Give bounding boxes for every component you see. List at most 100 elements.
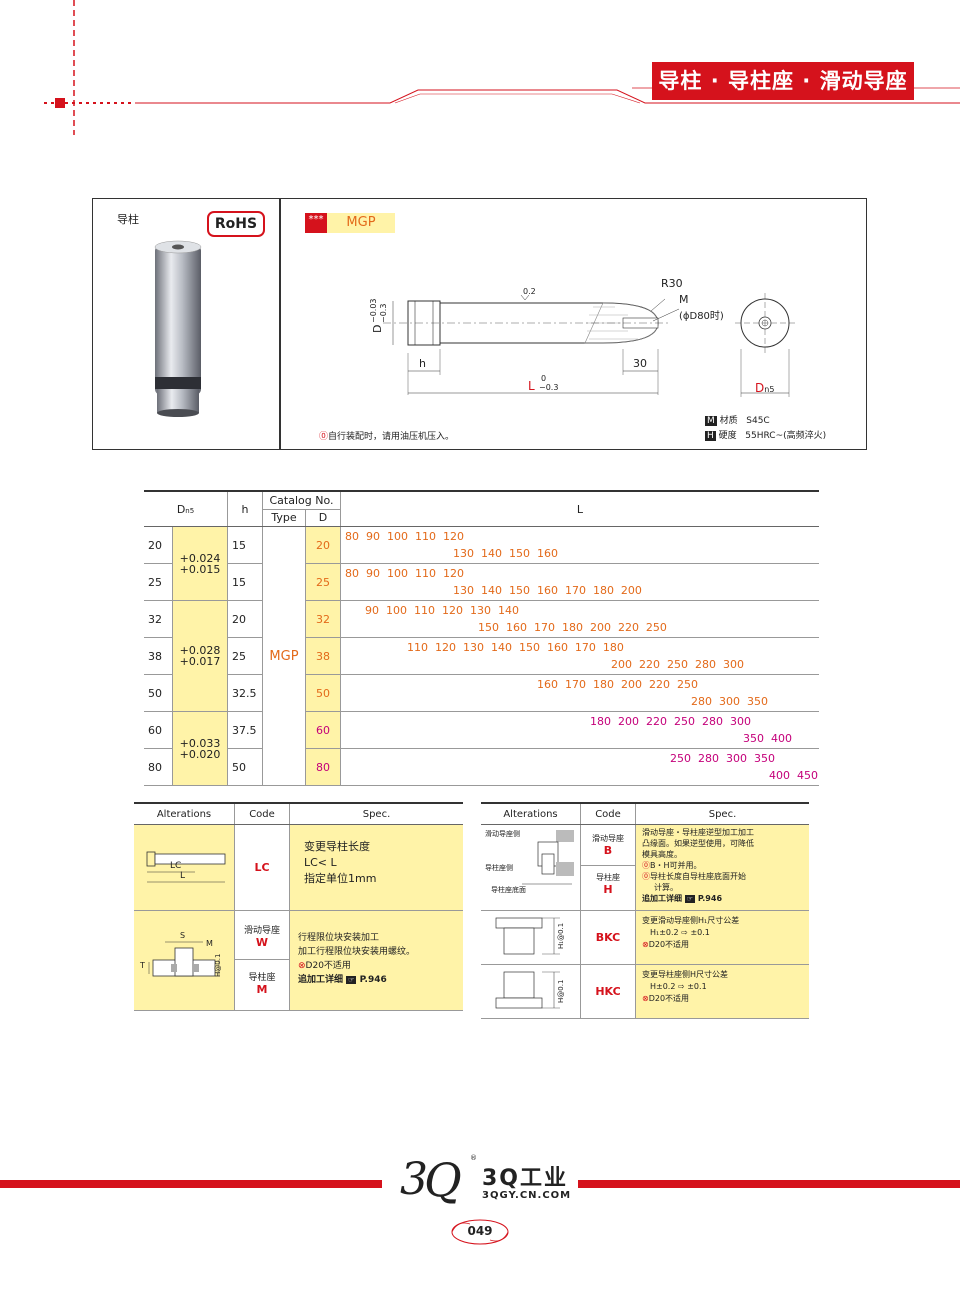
header-l: L <box>340 490 819 527</box>
alt-lc-spec-3: 指定单位1mm <box>304 872 377 885</box>
alt-bkc-spec-no: ⊗D20不适用 <box>642 940 690 949</box>
l-values-line: 130 140 150 160 170 180 200 <box>453 584 642 597</box>
alt-w-label: 滑动导座 <box>243 926 280 936</box>
brand-logo-icon: 3 Q <box>400 1153 462 1204</box>
material-icon: M <box>705 416 717 426</box>
cell-d: 60 <box>305 711 341 749</box>
cell-h: 15 <box>227 563 263 601</box>
alt-bh-spec-2: 凸缘面。如果逆型使用，可降低 <box>642 839 754 848</box>
l-values-line: 80 90 100 110 120 <box>345 530 464 543</box>
l-values-line: 110 120 130 140 150 160 170 180 <box>407 641 624 654</box>
alt-hkc-figure: H@0.1 <box>481 964 581 1019</box>
alt-bh-figure: 滑动导座侧 导柱座侧 导柱座底面 <box>481 824 581 911</box>
tolerance-value: +0.024 <box>179 551 221 565</box>
alt-h-label: 导柱座 <box>581 865 635 883</box>
brand-url: 3QGY.CN.COM <box>482 1190 572 1201</box>
alt-bkc-figure: H₁@0.1 <box>481 910 581 965</box>
alt-bkc-spec-2: H₁±0.2 ⇨ ±0.1 <box>650 928 710 937</box>
dim-d-tol1: −0.03 <box>369 298 378 323</box>
alt-bh-hint3: 计算。 <box>654 883 678 892</box>
cell-dn5: 25 <box>144 563 173 601</box>
brand-name: 3Q工业 <box>482 1166 569 1191</box>
l-values-line: 350 400 <box>743 732 792 745</box>
bh-label-top: 滑动导座侧 <box>485 830 520 838</box>
cell-h: 32.5 <box>227 674 263 712</box>
cell-d: 80 <box>305 748 341 786</box>
alt-lc-code-cell: LC <box>234 824 290 911</box>
l-values-line: 80 90 100 110 120 <box>345 567 464 580</box>
dim-l: L <box>528 379 535 393</box>
alt-wm-spec-ref: 追加工详细 ☞ P.946 <box>298 975 387 985</box>
alt-hkc-code: HKC <box>595 985 621 998</box>
registered-mark: ® <box>470 1154 477 1162</box>
page-number: 049 <box>467 1224 493 1238</box>
wm-diagram <box>148 941 220 977</box>
bkc-diagram <box>495 917 560 955</box>
alt-right-header-code: Code <box>580 802 636 825</box>
technical-drawing <box>383 293 795 397</box>
l-values-line: 160 170 180 200 220 250 <box>537 678 698 691</box>
alt-hkc-spec-no: ⊗D20不适用 <box>642 994 690 1003</box>
hkc-fig-h: H@0.1 <box>557 979 565 1003</box>
spec-table: Dn5 h Catalog No. L Type D 20+0.024+0.01… <box>144 490 819 786</box>
cell-d: 20 <box>305 526 341 564</box>
alt-hkc-spec-1: 变更导柱座侧H尺寸公差 <box>642 970 729 979</box>
type-tag: MGP <box>327 213 395 233</box>
panel-divider <box>279 199 281 449</box>
tolerance-value: +0.017 <box>179 655 221 668</box>
cell-dn5: 80 <box>144 748 173 786</box>
ref-arrow-icon: ☞ <box>346 976 357 984</box>
dim-dn5: Dn5 <box>755 381 775 395</box>
ref-arrow-icon: ☞ <box>684 895 696 903</box>
cell-d: 50 <box>305 674 341 712</box>
svg-text:Q: Q <box>424 1153 462 1204</box>
alt-left-header-spec: Spec. <box>289 802 463 825</box>
dim-30: 30 <box>633 357 647 370</box>
hkc-diagram <box>495 971 560 1009</box>
alt-wm-code-cell: 滑动导座 W 导柱座 M <box>234 910 290 1011</box>
cell-l: 80 90 100 110 120 130 140 150 160 170 180… <box>340 563 819 601</box>
section-title: 导柱 · 导柱座 · 滑动导座 <box>652 62 914 100</box>
header-d: D <box>305 509 341 527</box>
header-dn5: Dn5 <box>144 490 228 527</box>
hint-icon: ⓪ <box>642 872 650 881</box>
cell-type: MGP <box>262 526 306 786</box>
alt-lc-spec-2: LC< L <box>304 856 337 869</box>
alt-lc-spec-1: 变更导柱长度 <box>304 840 370 853</box>
hardness-icon: H <box>705 431 716 441</box>
alt-right-header-alterations: Alterations <box>481 802 581 825</box>
cell-h: 37.5 <box>227 711 263 749</box>
l-values-line: 280 300 350 <box>691 695 768 708</box>
l-values-line: 250 280 300 350 <box>670 752 775 765</box>
alt-bkc-code-cell: BKC <box>580 910 636 965</box>
guide-pin-photo <box>154 240 202 417</box>
wm-fig-m: M <box>206 939 213 948</box>
cell-tolerance: +0.028+0.017 <box>172 600 228 712</box>
alt-b-label: 滑动导座 <box>592 834 624 843</box>
dim-r30: R30 <box>661 277 683 290</box>
product-panel: 导柱 RoHS *** MGP <box>92 198 867 450</box>
alt-w-code: W <box>255 936 269 949</box>
cell-d: 32 <box>305 600 341 638</box>
dim-d-tol2: −0.3 <box>379 303 388 323</box>
alt-wm-spec: 行程限位块安装加工 加工行程限位块安装用螺纹。 ⊗D20不适用 追加工详细 ☞ … <box>289 910 463 1011</box>
alt-bh-spec-1: 滑动导座・导柱座逆型加工加工 <box>642 828 754 837</box>
wm-fig-h: H@0.1 <box>214 953 222 977</box>
rohs-badge: RoHS <box>207 211 265 237</box>
assembly-note: ⓪自行装配时，请用油压机压入。 <box>319 432 455 442</box>
prohibited-icon: ⊗ <box>642 940 649 949</box>
svg-text:3: 3 <box>400 1154 428 1204</box>
dim-l-tol2: −0.3 <box>539 383 559 392</box>
cell-h: 25 <box>227 637 263 675</box>
alt-left-header-code: Code <box>234 802 290 825</box>
prohibited-icon: ⊗ <box>298 961 306 971</box>
l-values-line: 150 160 170 180 200 220 250 <box>478 621 667 634</box>
